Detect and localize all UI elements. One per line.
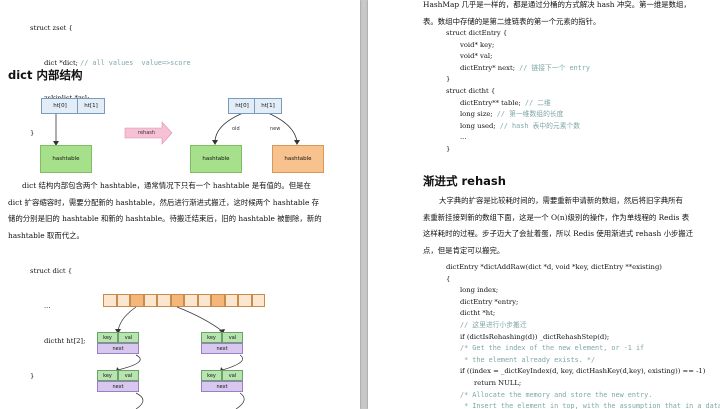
code-line: }	[446, 144, 451, 153]
bucket	[116, 294, 130, 307]
rehash-arrow	[124, 121, 173, 145]
paragraph-hashmap: HashMap 几乎是一样的，都是通过分桶的方式解决 hash 冲突。第一维是数…	[423, 0, 720, 30]
code-line: ...	[44, 301, 51, 310]
text-line: 点，但是肯定可以搬完。	[423, 245, 505, 255]
text-line: dict 扩容缩容时，需要分配新的 hashtable，然后进行渐进式搬迁，这时…	[8, 197, 320, 207]
code-line: }	[30, 128, 35, 137]
bucket	[211, 294, 225, 307]
paragraph-rehash: 大字典的扩容是比较耗时间的，需要重新申请新的数组，然后将旧字典所有 素重新挂接到…	[423, 193, 720, 259]
code-line: if (dictIsRehashing(d)) _dictRehashStep(…	[460, 332, 610, 341]
code-line: return NULL;	[474, 378, 522, 387]
code-line: dictEntry *dictAddRaw(dict *d, void *key…	[446, 263, 662, 271]
code-line: /* Allocate the memory and store the new…	[460, 390, 653, 399]
code-line: // 这里进行小步搬迁	[460, 320, 527, 329]
code-zset: struct zset { dict *dict; // all values …	[30, 0, 191, 162]
entry-key: key	[97, 332, 118, 343]
entry-key: key	[97, 370, 118, 381]
bucket	[184, 294, 198, 307]
bucket	[103, 294, 117, 307]
code-line: long used; // hash 表中的元素个数	[460, 121, 581, 130]
code-line: struct dictEntry {	[446, 29, 508, 37]
code-dictentry: struct dictEntry { void* key; void* val; di…	[446, 28, 590, 156]
code-line: struct dict {	[30, 267, 73, 276]
bucket	[157, 294, 171, 307]
text-line: 这样耗时的过程。步子迈大了会扯着蛋，所以 Redis 使用渐进式 rehash …	[423, 229, 694, 238]
text-line: 大字典的扩容是比较耗时间的，需要重新申请新的数组，然后将旧字典所有	[439, 196, 683, 205]
text-line: hashtable 取而代之。	[8, 230, 84, 240]
code-line: if ((index = _dictKeyIndex(d, key, dictH…	[460, 367, 706, 376]
bucket	[130, 294, 144, 307]
left-page: struct zset { dict *dict; // all values …	[0, 0, 360, 409]
bucket	[238, 294, 252, 307]
hashtable-new-box: hashtable	[272, 145, 324, 173]
hashtable-old-box: hashtable	[190, 145, 242, 173]
code-line: dictht *ht;	[460, 309, 496, 318]
entry-val: val	[222, 332, 243, 343]
heading-dict-structure: dict 内部结构	[8, 68, 83, 82]
code-line: zskiplist *zsl;	[30, 93, 191, 105]
code-line: void* key;	[460, 40, 495, 49]
code-line: struct zset {	[30, 24, 73, 33]
text-line: 素重新挂接到新的数组下面，这是一个 O(n)级别的操作，作为单线程的 Redis…	[423, 212, 690, 222]
ht0-box: ht[0]	[41, 98, 79, 114]
text-line: 储的分别是旧的 hashtable 和新的 hashtable。待搬迁结束后，旧…	[8, 214, 322, 223]
code-line: long index;	[460, 286, 499, 295]
code-dict: struct dict { ... dictht ht[2]; }	[30, 243, 85, 405]
code-line: struct dictht {	[446, 86, 496, 95]
code-dictaddraw: dictEntry *dictAddRaw(dict *d, void *key…	[446, 262, 720, 409]
new-label: new	[270, 126, 281, 132]
entry-next: next	[97, 381, 139, 392]
rehash-label: rehash	[138, 130, 156, 136]
code-line: {	[446, 274, 451, 283]
code-line: dictht ht[2];	[44, 336, 86, 345]
entry-val: val	[222, 370, 243, 381]
ht1-box: ht[1]	[77, 98, 105, 114]
entry-next: next	[201, 343, 243, 354]
entry-next: next	[201, 381, 243, 392]
bucket	[224, 294, 238, 307]
hashtable-box: hashtable	[40, 145, 92, 173]
ht1-box-after: ht[1]	[254, 98, 282, 114]
code-line: void* val;	[460, 52, 493, 61]
bucket	[251, 294, 265, 307]
code-line: long size; // 第一维数组的长度	[460, 110, 564, 119]
entry-next: next	[97, 343, 139, 354]
bucket-links	[115, 306, 245, 409]
old-label: old	[232, 126, 240, 132]
entry-val: val	[118, 370, 139, 381]
right-page: HashMap 几乎是一样的，都是通过分桶的方式解决 hash 冲突。第一维是数…	[368, 0, 720, 409]
code-line: dictEntry* next; // 链接下一个 entry	[460, 63, 590, 72]
code-line: dict *dict; // all values value=>score	[44, 58, 191, 67]
code-line: }	[30, 371, 35, 380]
bucket	[197, 294, 211, 307]
code-line: /* Get the index of the new element, or …	[460, 344, 645, 353]
entry-key: key	[201, 370, 222, 381]
text-line: 表。数组中存储的是第二维链表的第一个元素的指针。	[423, 16, 601, 26]
bucket	[143, 294, 157, 307]
code-line: dictEntry *entry;	[460, 297, 519, 306]
code-line: }	[446, 75, 451, 84]
diagram-connectors	[53, 112, 300, 146]
entry-val: val	[118, 332, 139, 343]
text-line: dict 结构内部包含两个 hashtable，通常情况下只有一个 hashta…	[22, 181, 311, 190]
code-line: * the element already exists. */	[460, 355, 596, 364]
bucket	[170, 294, 184, 307]
entry-key: key	[201, 332, 222, 343]
paragraph-dict: dict 结构内部包含两个 hashtable，通常情况下只有一个 hashta…	[8, 178, 353, 244]
text-line: HashMap 几乎是一样的，都是通过分桶的方式解决 hash 冲突。第一维是数…	[423, 0, 691, 9]
code-line: * Insert the element in top, with the as…	[460, 402, 720, 409]
heading-rehash: 渐进式 rehash	[423, 174, 506, 188]
code-line: ...	[460, 133, 467, 142]
code-line: dictEntry** table; // 二维	[460, 98, 551, 107]
bucket-array	[103, 294, 265, 307]
